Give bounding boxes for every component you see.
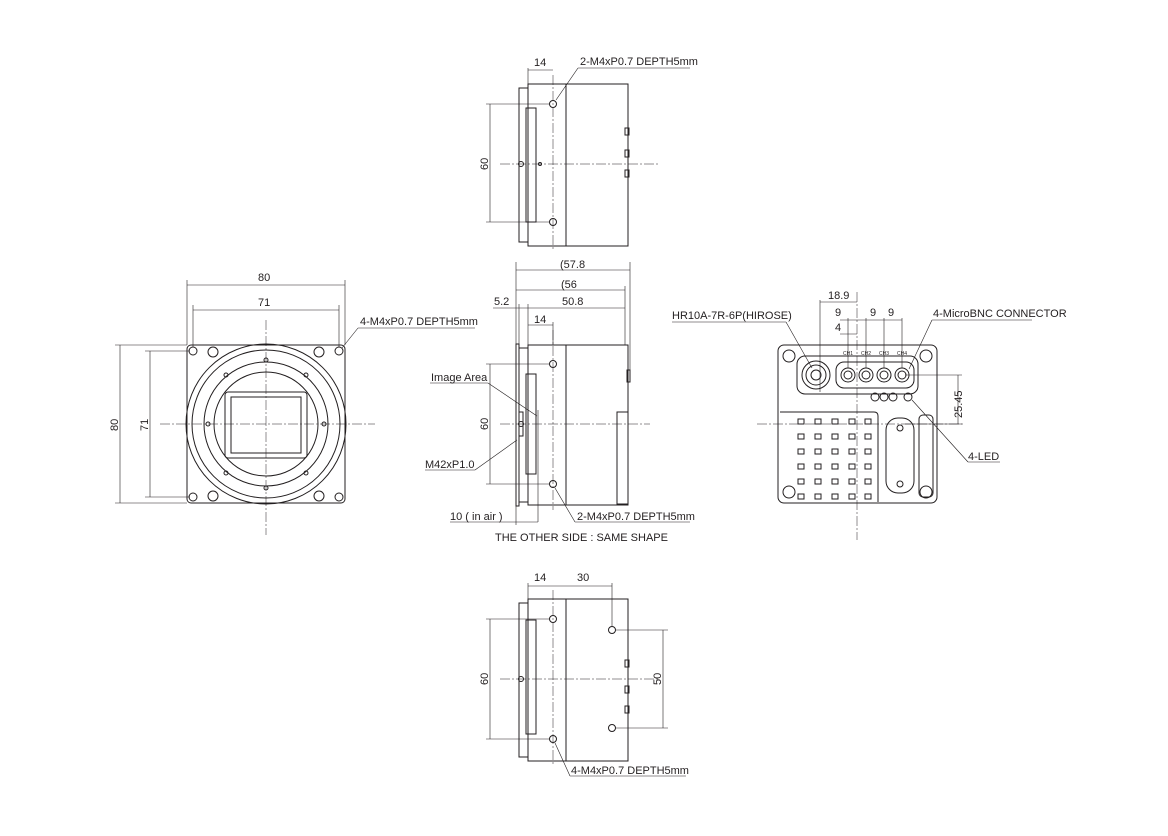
led-label: 4-LED [968,451,999,463]
bnc-connector-label: 4-MicroBNC CONNECTOR [933,308,1067,320]
dim-9-c: 9 [888,307,894,319]
dim-50: 50 [652,673,664,685]
dim-71-height: 71 [139,419,151,431]
dim-30: 30 [577,572,589,584]
dim-60: 60 [479,418,491,430]
bottom-view: 14 30 60 50 4-M4xP0.7 DEPTH5mm [479,572,689,777]
rear-view: CH1 CH2 CH3 CH4 18.9 9 9 9 4 25.45 HR10A… [672,290,1067,540]
top-view: 14 2-M4xP0.7 DEPTH5mm 60 [479,56,698,250]
power-connector-label: HR10A-7R-6P(HIROSE) [672,310,792,322]
dim-18-9: 18.9 [828,290,849,302]
image-area-label: Image Area [431,372,488,384]
hole-callout: 4-M4xP0.7 DEPTH5mm [360,316,478,328]
dim-60: 60 [479,673,491,685]
dim-80-height: 80 [109,419,121,431]
flange-back-label: 10 ( in air ) [450,511,503,523]
other-side-note: THE OTHER SIDE : SAME SHAPE [495,532,668,544]
dim-9-b: 9 [870,307,876,319]
dim-14: 14 [534,57,546,69]
dim-9-a: 9 [835,307,841,319]
dim-4: 4 [835,322,841,334]
front-view: 80 71 80 71 4-M4xP0.7 DEPTH5mm [109,272,478,535]
dim-14: 14 [534,572,546,584]
vent-grid [797,418,872,500]
dim-56: (56 [561,279,577,291]
hole-callout: 2-M4xP0.7 DEPTH5mm [580,56,698,68]
mount-label: M42xP1.0 [425,459,475,471]
dim-14: 14 [534,314,546,326]
dim-71-width: 71 [258,297,270,309]
dim-80-width: 80 [258,272,270,284]
hole-callout: 4-M4xP0.7 DEPTH5mm [571,765,689,777]
dim-5-2: 5.2 [494,296,509,308]
side-view: (57.8 (56 5.2 50.8 14 60 Image Area M42x… [425,259,695,544]
dim-50-8: 50.8 [562,296,583,308]
dim-60: 60 [479,158,491,170]
dim-25-45: 25.45 [953,390,965,418]
dim-57-8: (57.8 [560,259,585,271]
hole-callout: 2-M4xP0.7 DEPTH5mm [577,511,695,523]
